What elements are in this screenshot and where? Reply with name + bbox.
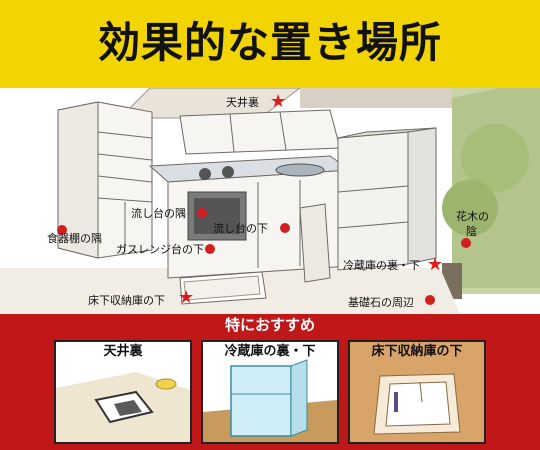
fridge-illustration xyxy=(203,342,337,442)
title-banner xyxy=(0,0,540,88)
label-gas-range-under: ガスレンジ台の下 xyxy=(116,243,204,256)
ceiling-illustration xyxy=(56,342,190,442)
label-fridge-back-under: 冷蔵庫の裏・下 xyxy=(343,259,420,272)
label-ceiling: 天井裏 xyxy=(226,96,259,109)
label-sink-under: 流し台の下 xyxy=(213,222,268,235)
cupboard-drawing xyxy=(57,101,153,259)
marker-plant-shade-icon xyxy=(461,238,471,248)
label-underfloor-storage: 床下収納庫の下 xyxy=(88,294,165,307)
page-title: 効果的な置き場所 xyxy=(97,18,442,67)
label-sink-corner: 流し台の隅 xyxy=(131,207,186,220)
recommend-title: 特におすすめ xyxy=(224,316,315,334)
marker-sink-corner-icon xyxy=(197,208,207,218)
marker-cupboard-corner-icon xyxy=(57,225,67,235)
recommend-panel-ceiling: 天井裏 xyxy=(54,340,192,444)
panel-label: 天井裏 xyxy=(103,344,143,359)
marker-foundation-icon xyxy=(425,295,435,305)
star-underfloor-icon: ★ xyxy=(178,287,195,308)
label-foundation-around: 基礎石の周辺 xyxy=(348,296,414,309)
recommend-panel-underfloor: 床下収納庫の下 xyxy=(348,340,486,444)
refrigerator-drawing xyxy=(337,127,437,271)
panel-label: 床下収納庫の下 xyxy=(371,344,463,359)
marker-sink-under-icon xyxy=(280,223,290,233)
kitchen-illustration xyxy=(0,88,540,314)
label-plant-shade-2: 陰 xyxy=(466,225,477,238)
underfloor-illustration xyxy=(350,342,484,442)
star-ceiling-icon: ★ xyxy=(270,91,287,112)
label-plant-shade-1: 花木の xyxy=(456,210,489,223)
star-fridge-icon: ★ xyxy=(427,254,444,275)
recommend-panel-fridge: 冷蔵庫の裏・下 xyxy=(201,340,339,444)
marker-gas-range-under-icon xyxy=(205,244,215,254)
label-cupboard-corner: 食器棚の隅 xyxy=(47,232,102,245)
floor-hatch-drawing xyxy=(179,271,267,305)
panel-label: 冷蔵庫の裏・下 xyxy=(224,344,316,359)
